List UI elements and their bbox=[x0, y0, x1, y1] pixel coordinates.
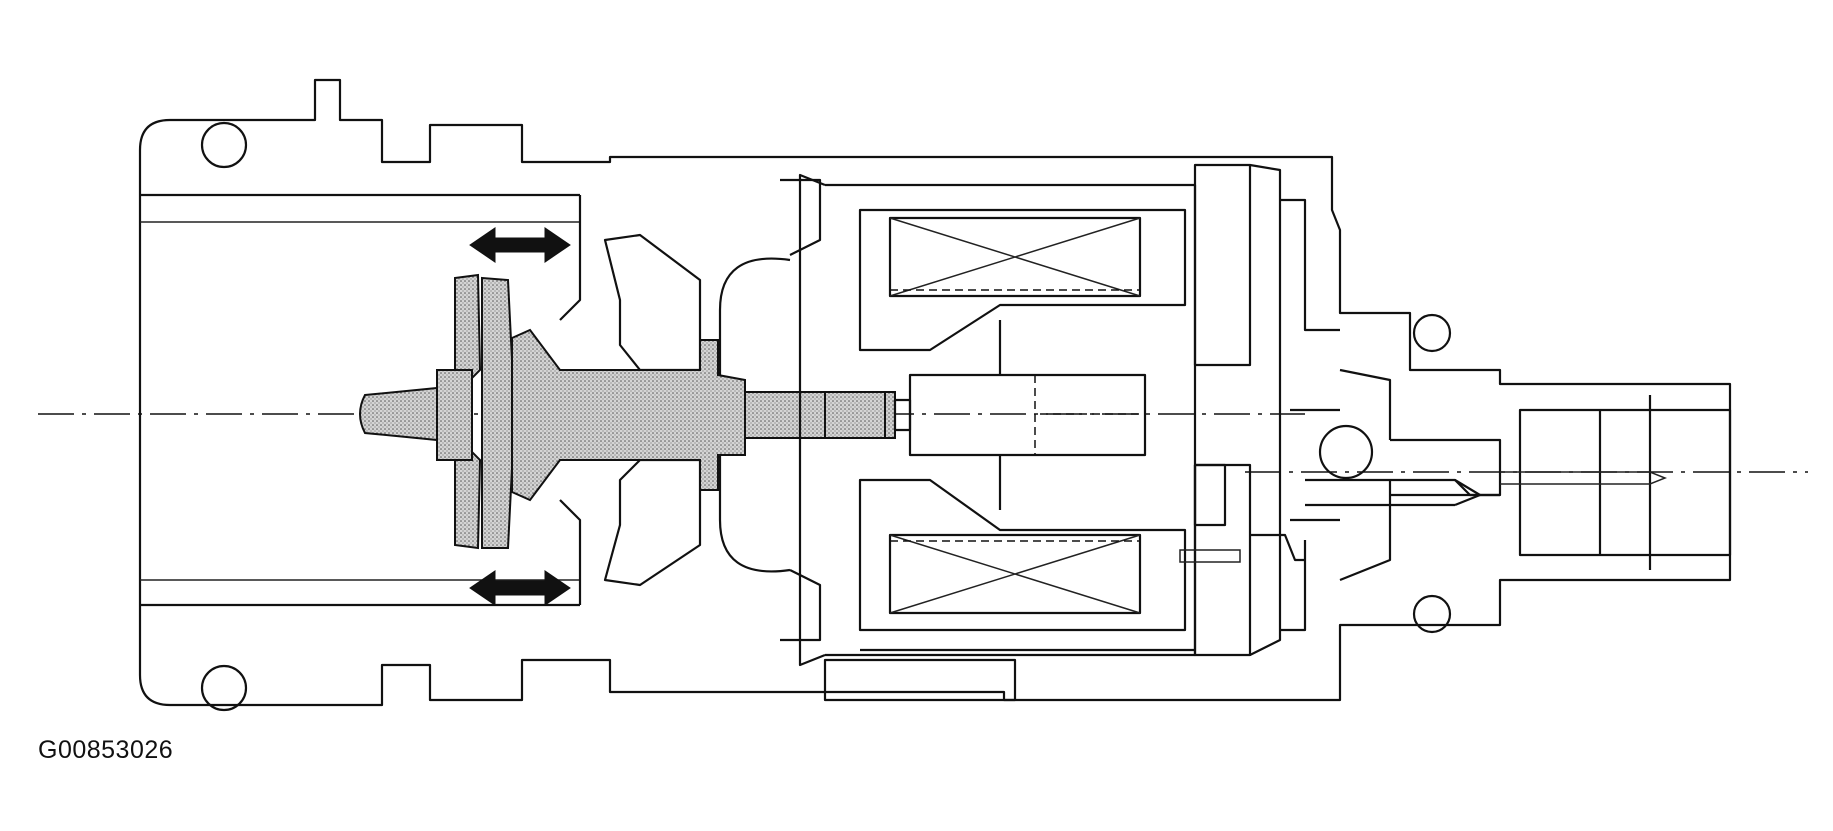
o-ring-bottom-left bbox=[200, 664, 248, 712]
o-ring-bottom-right bbox=[1412, 594, 1452, 634]
push-rod-end bbox=[893, 398, 912, 432]
mounting-bracket bbox=[823, 658, 1017, 702]
coil-lower-cross bbox=[889, 534, 1141, 614]
terminal-pin-tip bbox=[1454, 479, 1482, 507]
end-cap-upper bbox=[1193, 163, 1252, 367]
plunger-tip bbox=[359, 386, 438, 442]
coil-upper-cross bbox=[889, 217, 1141, 297]
bore-step-lower bbox=[559, 499, 582, 605]
armature bbox=[908, 373, 1147, 457]
connector-seat bbox=[1339, 368, 1392, 582]
terminal-pin-housing bbox=[1390, 438, 1502, 497]
valve-housing-outline bbox=[138, 78, 1732, 707]
o-ring-top-left bbox=[200, 121, 248, 169]
plunger-stem-collar bbox=[511, 328, 746, 502]
plunger-retainer bbox=[436, 369, 473, 461]
solenoid-coil-lower bbox=[888, 533, 1142, 615]
solenoid-coil-upper bbox=[888, 216, 1142, 298]
socket-pin bbox=[1500, 471, 1668, 485]
end-cap-lower bbox=[1193, 463, 1252, 657]
connector-inner-edges bbox=[1290, 408, 1340, 522]
connector-shell bbox=[1280, 198, 1340, 632]
check-ball bbox=[1318, 424, 1374, 480]
terminal-lead bbox=[1250, 533, 1305, 562]
terminal-block bbox=[1193, 463, 1227, 527]
stroke-direction-arrow-lower bbox=[469, 570, 571, 606]
stroke-direction-arrow-upper bbox=[469, 227, 571, 263]
connector-socket bbox=[1518, 395, 1732, 570]
o-ring-top-right bbox=[1412, 313, 1452, 353]
terminal-pin bbox=[1305, 478, 1500, 507]
push-rod-sleeve bbox=[824, 391, 886, 439]
solenoid-frame bbox=[798, 173, 1197, 667]
figure-reference-code: G00853026 bbox=[38, 736, 174, 764]
bore-step-upper bbox=[559, 195, 582, 321]
terminal-tab bbox=[1179, 549, 1241, 563]
end-cap-rim bbox=[1249, 163, 1282, 656]
